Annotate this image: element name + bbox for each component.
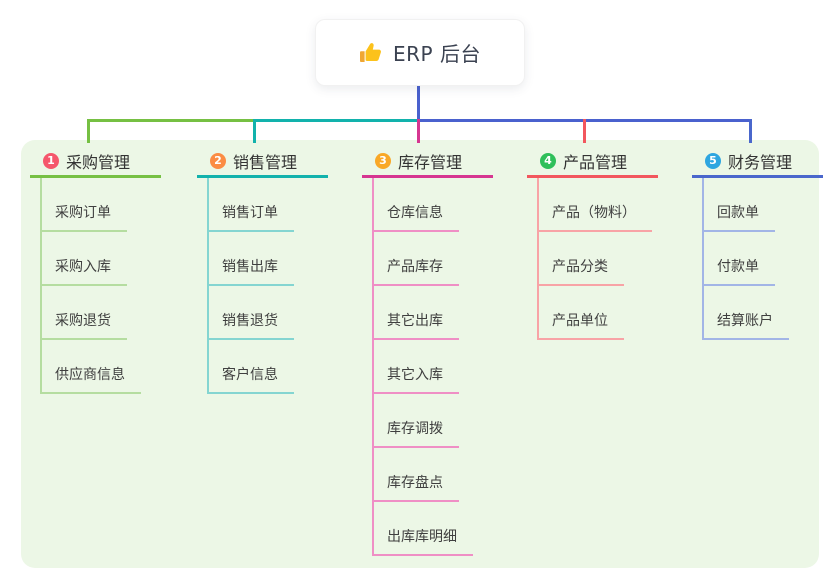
- node-outbound-detail[interactable]: 出库库明细: [374, 502, 473, 556]
- node-other-outbound[interactable]: 其它出库: [374, 286, 459, 340]
- node-stock-transfer[interactable]: 库存调拨: [374, 394, 459, 448]
- branch-label: 销售管理: [233, 152, 298, 172]
- node-purchase-inbound[interactable]: 采购入库: [42, 232, 127, 286]
- node-product-category[interactable]: 产品分类: [539, 232, 624, 286]
- node-purchase-return[interactable]: 采购退货: [42, 286, 127, 340]
- thumbs-up-icon: [360, 42, 382, 62]
- drop-connector-sales: [253, 119, 256, 143]
- branch-header-product[interactable]: 4 产品管理: [527, 146, 658, 178]
- branch-sales: 2 销售管理 销售订单 销售出库 销售退货 客户信息: [197, 146, 328, 394]
- branch-header-finance[interactable]: 5 财务管理: [692, 146, 823, 178]
- root-node-erp[interactable]: ERP 后台: [315, 19, 525, 86]
- branch-header-inventory[interactable]: 3 库存管理: [362, 146, 493, 178]
- node-sales-outbound[interactable]: 销售出库: [209, 232, 294, 286]
- branch-number-badge: 2: [210, 152, 226, 169]
- node-purchase-order[interactable]: 采购订单: [42, 178, 127, 232]
- node-product-stock[interactable]: 产品库存: [374, 232, 459, 286]
- branch-number-badge: 4: [540, 152, 556, 169]
- node-payment-bill[interactable]: 付款单: [704, 232, 775, 286]
- drop-connector-finance: [749, 119, 752, 143]
- node-sales-order[interactable]: 销售订单: [209, 178, 294, 232]
- branch-header-purchase[interactable]: 1 采购管理: [30, 146, 161, 178]
- branch-children: 仓库信息 产品库存 其它出库 其它入库 库存调拨 库存盘点 出库库明细: [372, 178, 473, 556]
- branch-label: 采购管理: [66, 152, 131, 172]
- branch-children: 采购订单 采购入库 采购退货 供应商信息: [40, 178, 141, 394]
- node-receipt-bill[interactable]: 回款单: [704, 178, 775, 232]
- node-warehouse-info[interactable]: 仓库信息: [374, 178, 459, 232]
- node-other-inbound[interactable]: 其它入库: [374, 340, 459, 394]
- root-title: ERP 后台: [393, 42, 481, 66]
- branch-purchase: 1 采购管理 采购订单 采购入库 采购退货 供应商信息: [30, 146, 161, 394]
- branch-number-badge: 3: [375, 152, 391, 169]
- rail-segment-purchase: [87, 119, 256, 122]
- branch-children: 产品（物料） 产品分类 产品单位: [537, 178, 652, 340]
- branch-number-badge: 5: [705, 152, 721, 169]
- branch-header-sales[interactable]: 2 销售管理: [197, 146, 328, 178]
- branches-panel: [21, 140, 819, 568]
- drop-connector-product: [583, 119, 586, 143]
- node-supplier-info[interactable]: 供应商信息: [42, 340, 141, 394]
- branch-label: 产品管理: [563, 152, 628, 172]
- node-product-unit[interactable]: 产品单位: [539, 286, 624, 340]
- branch-finance: 5 财务管理 回款单 付款单 结算账户: [692, 146, 823, 340]
- branch-number-badge: 1: [43, 152, 59, 169]
- branch-product: 4 产品管理 产品（物料） 产品分类 产品单位: [527, 146, 658, 340]
- branch-children: 销售订单 销售出库 销售退货 客户信息: [207, 178, 294, 394]
- node-product-material[interactable]: 产品（物料）: [539, 178, 652, 232]
- node-customer-info[interactable]: 客户信息: [209, 340, 294, 394]
- root-stem-connector: [417, 84, 420, 121]
- node-sales-return[interactable]: 销售退货: [209, 286, 294, 340]
- branch-label: 库存管理: [398, 152, 463, 172]
- branch-inventory: 3 库存管理 仓库信息 产品库存 其它出库 其它入库 库存调拨 库存盘点 出库库…: [362, 146, 493, 556]
- drop-connector-inventory: [417, 119, 420, 143]
- branch-children: 回款单 付款单 结算账户: [702, 178, 789, 340]
- rail-segment-sales: [253, 119, 419, 122]
- branch-label: 财务管理: [728, 152, 793, 172]
- node-stock-count[interactable]: 库存盘点: [374, 448, 459, 502]
- drop-connector-purchase: [87, 119, 90, 143]
- node-settlement-account[interactable]: 结算账户: [704, 286, 789, 340]
